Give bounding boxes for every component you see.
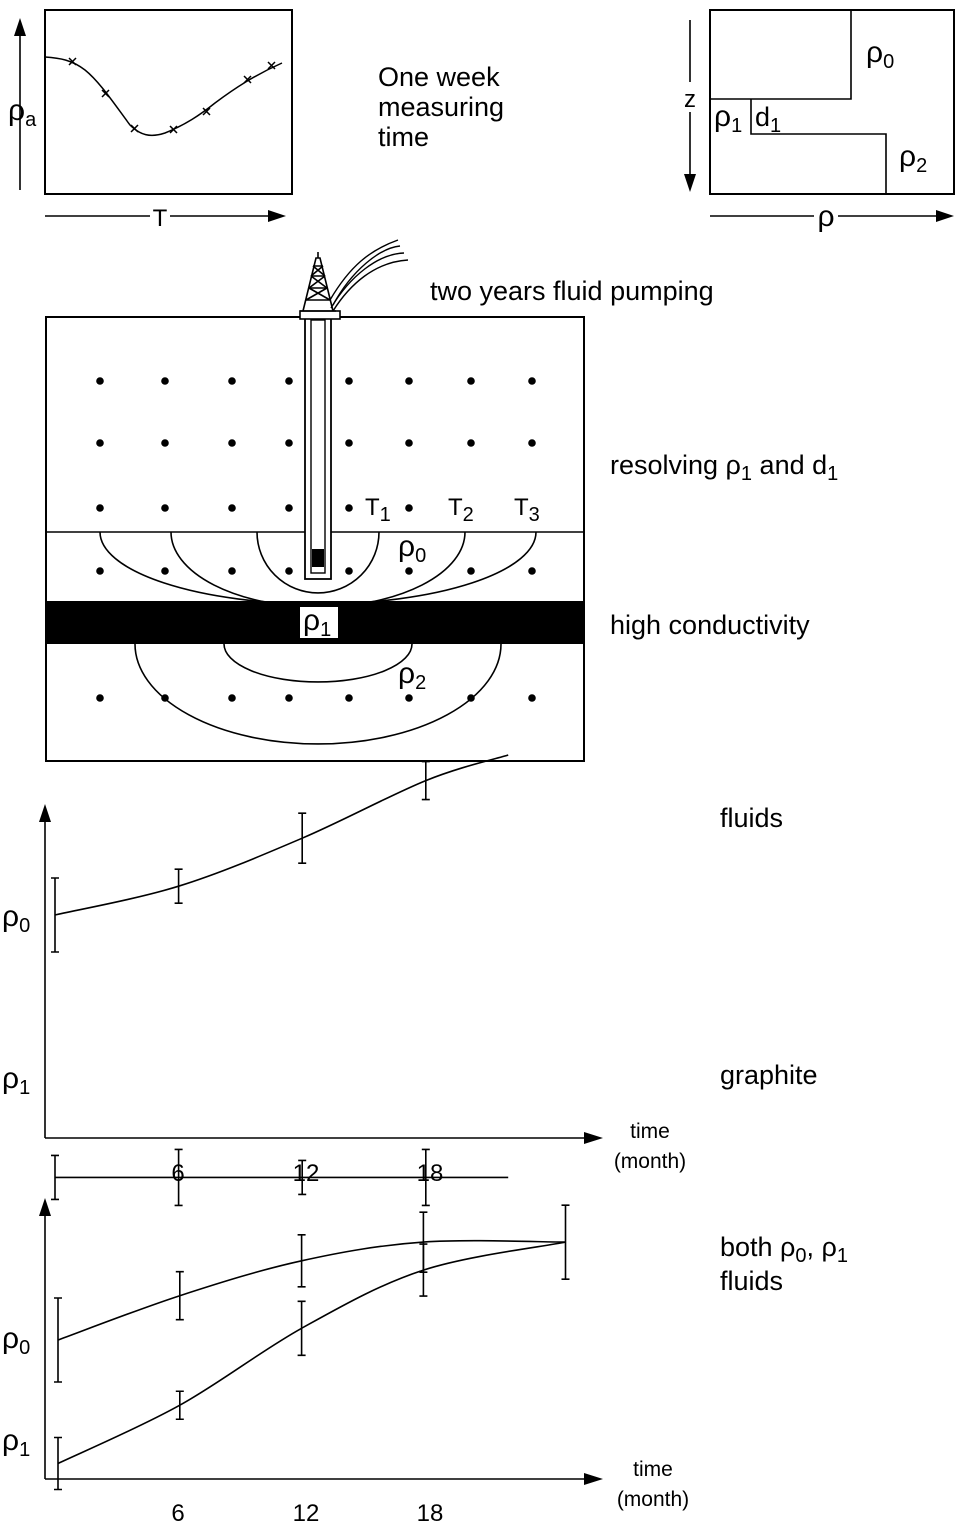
chart2-x-arrowhead xyxy=(584,1473,603,1485)
error-bar xyxy=(298,812,307,864)
chart1-y-arrowhead xyxy=(39,804,51,822)
chart2-label-rho1: ρ1 xyxy=(2,1424,30,1461)
error-bar xyxy=(51,877,59,953)
layer-0-step xyxy=(710,10,852,100)
chart1-label-rho0: ρ0 xyxy=(2,900,30,937)
chart1-graphite-caption: graphite xyxy=(720,1060,818,1090)
sounding-curve xyxy=(44,56,283,137)
error-bar xyxy=(175,1270,184,1321)
label-t3: T3 xyxy=(514,494,540,526)
rho-axis-label: ρ xyxy=(817,200,834,233)
section-rho1: ρ1 xyxy=(303,604,331,641)
pump-block xyxy=(312,549,324,567)
pumping-caption: two years fluid pumping xyxy=(430,276,714,306)
rho-label-bg xyxy=(814,200,838,232)
chart-fluids-graphite: time (month) 6 12 18 ρ0 ρ1 fluids graphi… xyxy=(2,754,818,1207)
error-bar xyxy=(297,1233,306,1288)
chart-both-fluids: time (month) 6 12 18 ρ0 ρ1 both ρ0, ρ1 f… xyxy=(2,1198,848,1527)
series-rho1-line xyxy=(57,1241,566,1465)
week-caption-line-3: time xyxy=(378,122,429,152)
front-t1-upper xyxy=(256,531,380,594)
chart2-tick-18: 18 xyxy=(417,1500,444,1527)
layered-model-panel: z ρ ρ0 ρ1 d1 ρ2 xyxy=(680,9,955,233)
period-label-bg xyxy=(150,203,170,229)
fluid-jet-icon xyxy=(329,239,409,312)
t3-label-bg xyxy=(512,489,548,521)
error-bar xyxy=(298,1159,307,1196)
week-caption-line-1: One week xyxy=(378,62,500,92)
rho1-label-box xyxy=(300,607,338,638)
section-rho0: ρ0 xyxy=(398,530,426,567)
front-t2-lower xyxy=(223,643,413,683)
series-rho0-line xyxy=(54,754,509,916)
error-bar xyxy=(175,1390,184,1421)
chart2-xlabel-line2: (month) xyxy=(617,1488,689,1511)
week-caption-line-2: measuring xyxy=(378,92,504,122)
chart1-x-arrowhead xyxy=(584,1132,603,1144)
rho-a-arrowhead xyxy=(14,18,26,36)
chart2-tick-12: 12 xyxy=(293,1500,320,1527)
model-rho1: ρ1 xyxy=(714,100,742,137)
resolving-caption: resolving ρ1 and d1 xyxy=(610,450,838,485)
error-bar xyxy=(561,1204,570,1280)
well-head xyxy=(299,310,341,320)
model-rho2: ρ2 xyxy=(899,140,927,177)
cross-section-panel: T1 T2 T3 ρ0 ρ1 ρ2 two years fluid pumpin… xyxy=(45,239,838,762)
error-bar xyxy=(174,868,183,904)
chart1-tick-12: 12 xyxy=(293,1160,320,1187)
section-rho2: ρ2 xyxy=(398,657,426,694)
label-t2: T2 xyxy=(448,494,474,526)
t2-label-bg xyxy=(446,489,482,521)
chart1-tick-18: 18 xyxy=(417,1160,444,1187)
chart2-caption-line2: fluids xyxy=(720,1266,783,1296)
model-d1: d1 xyxy=(755,102,781,137)
sounding-points xyxy=(68,57,276,134)
well-bore xyxy=(299,310,341,580)
error-bar xyxy=(419,1243,428,1297)
chart2-caption-line1: both ρ0, ρ1 xyxy=(720,1232,848,1267)
rho-arrowhead xyxy=(936,210,954,222)
apparent-resistivity-panel: ρa T One week measuring time xyxy=(8,9,504,232)
chart1-fluids-caption: fluids xyxy=(720,803,783,833)
depth-label: z xyxy=(684,86,696,113)
front-t3-lower xyxy=(134,643,502,745)
period-arrowhead xyxy=(268,210,286,222)
error-bar xyxy=(421,760,430,801)
error-bar xyxy=(51,1154,59,1201)
chart2-tick-6: 6 xyxy=(171,1500,184,1527)
high-conductivity-caption: high conductivity xyxy=(610,610,810,640)
rho-a-label: ρa xyxy=(8,94,37,131)
label-t1: T1 xyxy=(365,494,391,526)
chart2-y-arrowhead xyxy=(39,1198,51,1216)
error-bar xyxy=(297,1300,306,1357)
chart1-label-rho1: ρ1 xyxy=(2,1062,30,1099)
chart1-xlabel-line2: (month) xyxy=(614,1150,686,1173)
depth-label-bg xyxy=(680,82,700,112)
error-bar xyxy=(54,1436,62,1491)
error-bar xyxy=(174,1148,183,1207)
model-frame xyxy=(709,9,955,195)
derrick-icon xyxy=(300,252,336,312)
t1-label-bg xyxy=(363,489,399,521)
rho-a-frame xyxy=(44,9,293,195)
chart2-xlabel-line1: time xyxy=(633,1458,673,1481)
chart1-xlabel-line1: time xyxy=(630,1120,670,1143)
depth-arrowhead xyxy=(684,174,696,192)
error-bar xyxy=(54,1297,62,1383)
period-label: T xyxy=(153,205,168,232)
chart2-label-rho0: ρ0 xyxy=(2,1322,30,1359)
layer-1-step xyxy=(750,99,887,194)
model-rho0: ρ0 xyxy=(866,36,894,73)
error-bar xyxy=(421,1148,430,1207)
